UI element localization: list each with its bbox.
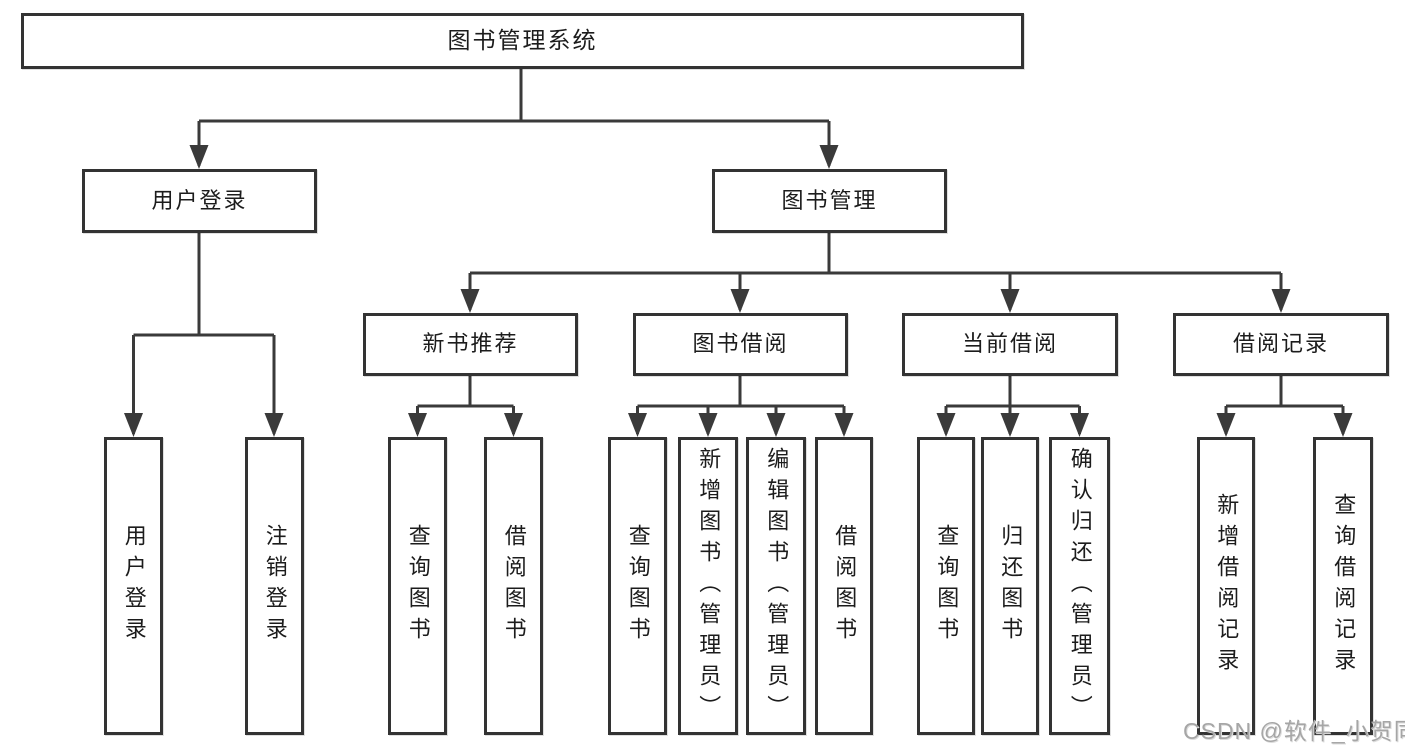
leaf-add-book-admin: 新增图书（管理员） — [678, 437, 738, 735]
leaf-query-books-recommendation: 查询图书 — [388, 437, 447, 735]
edge-root-to-children — [189, 69, 839, 169]
edge-book-borrow-to-children — [628, 376, 854, 437]
node-current-borrowing: 当前借阅 — [902, 313, 1118, 376]
edge-new-book-rec-to-children — [408, 376, 523, 437]
leaf-borrow-books-recommendation: 借阅图书 — [484, 437, 543, 735]
leaf-borrow-books: 借阅图书 — [815, 437, 873, 735]
edge-book-mgmt-to-children — [460, 233, 1291, 313]
node-book-management: 图书管理 — [712, 169, 947, 233]
node-borrowing-records: 借阅记录 — [1173, 313, 1389, 376]
leaf-query-books-borrowing: 查询图书 — [608, 437, 667, 735]
leaf-user-login: 用户登录 — [104, 437, 163, 735]
leaf-logout-login: 注销登录 — [245, 437, 304, 735]
node-root-library-system: 图书管理系统 — [21, 13, 1024, 69]
leaf-add-borrow-record: 新增借阅记录 — [1197, 437, 1255, 735]
edge-current-borrow-to-children — [936, 376, 1089, 437]
leaf-edit-book-admin: 编辑图书（管理员） — [746, 437, 806, 735]
node-book-borrowing: 图书借阅 — [633, 313, 848, 376]
leaf-query-books-current: 查询图书 — [917, 437, 975, 735]
edge-borrow-records-to-children — [1216, 376, 1353, 437]
leaf-confirm-return-admin: 确认归还（管理员） — [1049, 437, 1110, 735]
leaf-return-book: 归还图书 — [981, 437, 1039, 735]
node-new-book-recommendation: 新书推荐 — [363, 313, 578, 376]
edge-user-login-to-children — [124, 233, 284, 437]
node-user-login: 用户登录 — [82, 169, 317, 233]
csdn-watermark: CSDN @软件_小贺同学 — [1183, 718, 1405, 744]
leaf-query-borrow-record: 查询借阅记录 — [1313, 437, 1373, 735]
